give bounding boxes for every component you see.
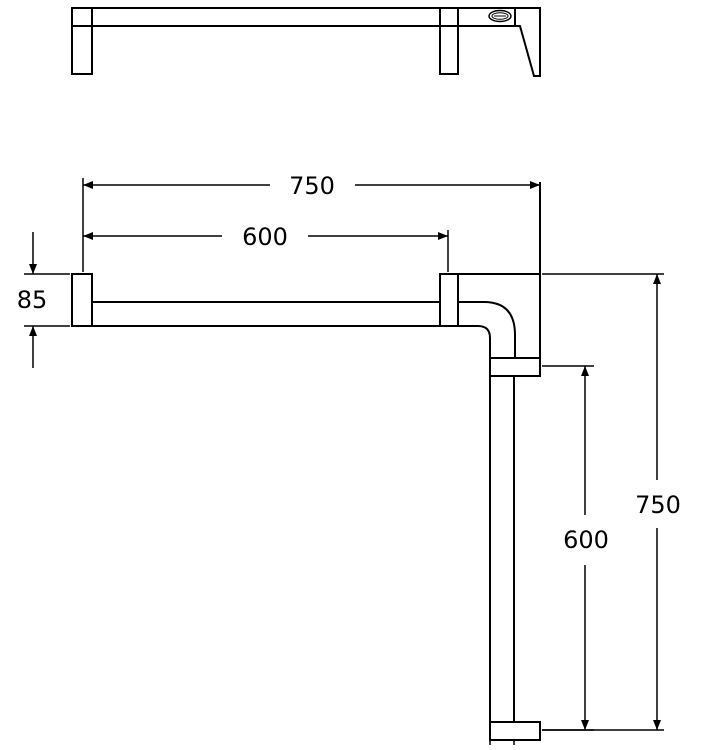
plan-bar [89,7,531,27]
dim-top-inner: 600 [242,223,288,251]
upper-bracket [489,357,541,377]
dim-right-inner: 600 [563,526,609,554]
elevation-view [71,182,541,745]
plan-left-flange [71,7,93,75]
left-flange [71,273,93,327]
middle-flange [439,273,459,327]
brand-logo-icon [488,9,512,23]
plan-view [71,7,541,77]
lower-bracket [489,721,541,741]
dim-top-overall: 750 [289,172,335,200]
dimensions: 750 600 85 600 750 [17,172,681,731]
plan-middle-flange [439,7,459,75]
vertical-bar [489,375,515,723]
bar-bend [457,301,516,359]
dim-right-overall: 750 [635,491,681,519]
horizontal-bar [91,301,441,327]
plan-right-return [514,7,541,77]
dim-left-height: 85 [17,286,48,314]
